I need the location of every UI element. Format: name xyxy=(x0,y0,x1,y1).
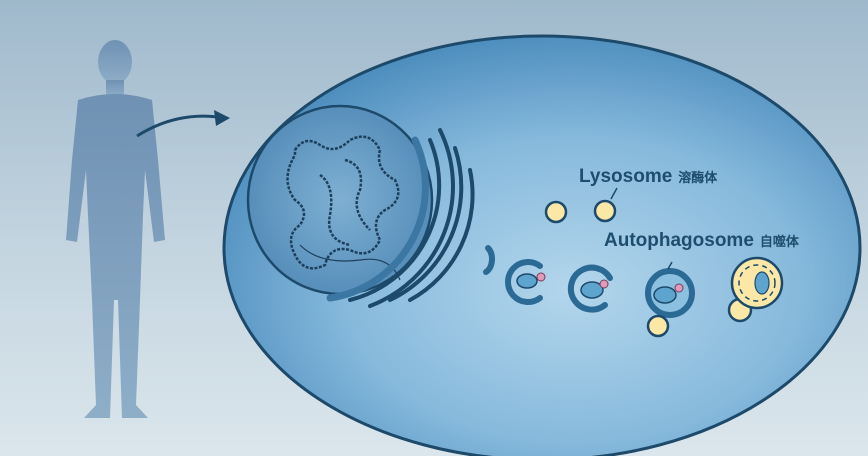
lysosome-label: Lysosome 溶酶体 xyxy=(579,166,717,188)
autophagosome xyxy=(645,261,695,318)
phagophore-stage-3 xyxy=(567,264,613,313)
autophagosome-label-en: Autophagosome xyxy=(604,230,754,251)
lysosome-label-zh: 溶酶体 xyxy=(678,170,718,185)
lysosome-pointer xyxy=(610,187,618,200)
autophagosome-label: Autophagosome 自噬体 xyxy=(604,230,799,252)
phagophore-stage-2 xyxy=(505,259,546,305)
autophagosome-label-zh: 自噬体 xyxy=(759,234,799,249)
human-silhouette xyxy=(66,40,165,418)
arrow xyxy=(136,110,230,138)
lysosome-label-en: Lysosome xyxy=(579,166,673,187)
endoplasmic-reticulum xyxy=(326,128,475,308)
lysosome-vesicles xyxy=(544,199,670,338)
phagophore-stage-1 xyxy=(483,245,495,275)
autolysosome xyxy=(727,256,784,323)
nucleus xyxy=(246,104,434,296)
